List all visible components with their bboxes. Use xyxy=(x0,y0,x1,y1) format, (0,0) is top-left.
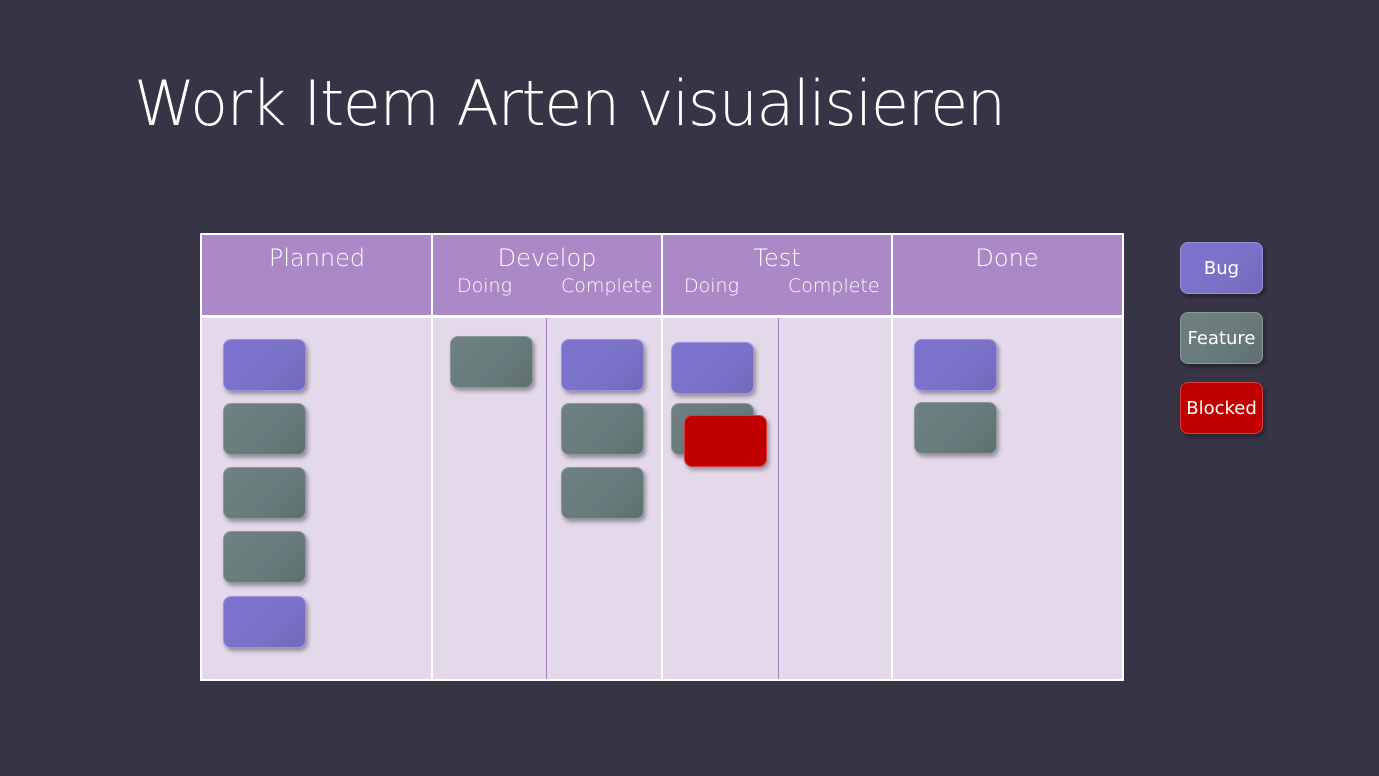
subcolumn-title-test-complete: Complete xyxy=(788,275,880,297)
work-item-card-feature[interactable] xyxy=(223,467,306,519)
column-title-done: Done xyxy=(975,244,1039,272)
work-item-card-feature[interactable] xyxy=(450,336,533,388)
legend-bug: Bug xyxy=(1180,242,1263,294)
column-title-planned: Planned xyxy=(268,244,366,272)
work-item-card-feature[interactable] xyxy=(561,403,644,455)
subcolumn-title-develop-complete: Complete xyxy=(561,275,653,297)
work-item-card-bug[interactable] xyxy=(561,339,644,391)
column-divider xyxy=(431,235,433,679)
column-title-develop: Develop xyxy=(497,244,597,272)
work-item-card-blocked[interactable] xyxy=(684,415,767,467)
column-header-develop: Develop Doing Complete xyxy=(432,235,662,315)
work-item-card-feature[interactable] xyxy=(223,531,306,583)
column-divider xyxy=(891,235,893,679)
work-item-card-bug[interactable] xyxy=(223,596,306,648)
work-item-card-feature[interactable] xyxy=(914,402,997,454)
work-item-card-bug[interactable] xyxy=(671,342,754,394)
work-item-card-feature[interactable] xyxy=(223,403,306,455)
column-header-test: Test Doing Complete xyxy=(662,235,892,315)
work-item-card-bug[interactable] xyxy=(914,339,997,391)
legend-feature: Feature xyxy=(1180,312,1263,364)
subcolumn-divider xyxy=(778,318,779,679)
work-item-card-bug[interactable] xyxy=(223,339,306,391)
slide-title: Work Item Arten visualisieren xyxy=(134,67,1006,140)
kanban-board: Planned Develop Doing Complete Test Doin… xyxy=(200,233,1124,681)
column-header-done: Done xyxy=(892,235,1122,315)
legend-blocked: Blocked xyxy=(1180,382,1263,434)
subcolumn-divider xyxy=(546,318,547,679)
subcolumn-title-develop-doing: Doing xyxy=(457,275,512,297)
work-item-card-feature[interactable] xyxy=(561,467,644,519)
column-divider xyxy=(661,235,663,679)
subcolumn-title-test-doing: Doing xyxy=(684,275,739,297)
column-header-planned: Planned xyxy=(202,235,432,315)
column-title-test: Test xyxy=(753,244,801,272)
